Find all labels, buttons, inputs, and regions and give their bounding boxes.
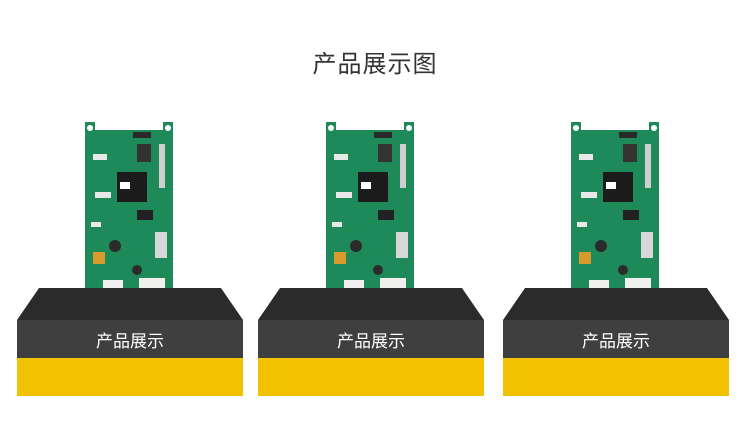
pedestal-label: 产品展示	[503, 320, 729, 358]
pedestal-label: 产品展示	[258, 320, 484, 358]
pcb-board-image	[81, 122, 177, 302]
pedestal-base	[258, 358, 484, 396]
pedestal-top	[258, 288, 484, 320]
pedestal-base	[503, 358, 729, 396]
pcb-board-image	[322, 122, 418, 302]
page-title: 产品展示图	[312, 50, 438, 78]
pedestal-base	[17, 358, 243, 396]
pedestal-top	[17, 288, 243, 320]
product-display-2: 产品展示	[258, 118, 484, 398]
pcb-board-image	[567, 122, 663, 302]
product-display-3: 产品展示	[503, 118, 729, 398]
product-display-1: 产品展示	[17, 118, 243, 398]
pedestal-label: 产品展示	[17, 320, 243, 358]
pedestal-top	[503, 288, 729, 320]
